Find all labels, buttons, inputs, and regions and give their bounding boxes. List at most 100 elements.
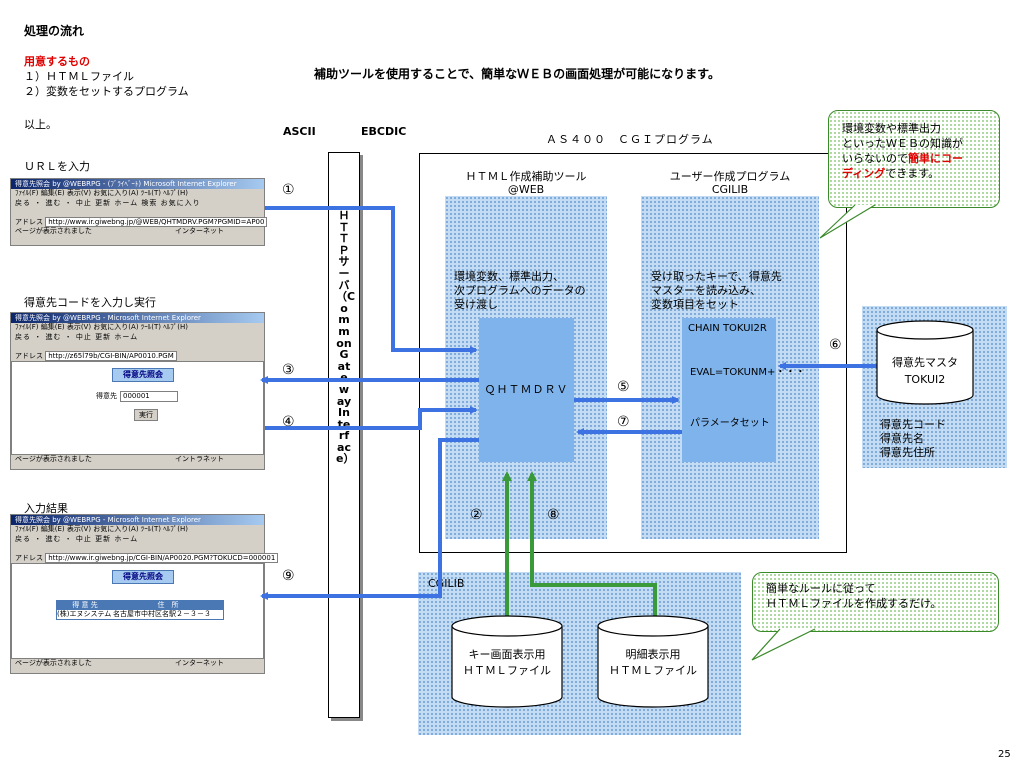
callout-text: できます。 [885, 167, 940, 180]
browser-content: 得意先照会 得 意 先 住 所 (株)エヌシステム 名古屋市中村区名駅２－３－３ [11, 563, 264, 659]
user-program-desc1: 受け取ったキーで、得意先 [651, 270, 782, 283]
detail-html-file-icon [597, 615, 709, 708]
master-name: 得意先マスタ [892, 356, 958, 369]
key-html-file-icon [451, 615, 563, 708]
status-zone: イントラネット [175, 455, 224, 463]
prep-end: 以上。 [24, 118, 57, 131]
page-number: 25 [998, 749, 1011, 760]
user-program-desc3: 変数項目をセット [651, 298, 739, 311]
submit-button[interactable]: 実行 [134, 409, 158, 421]
code-param-set: パラメータセット [690, 418, 770, 429]
code-eval: EVAL=TOKUNM+・・・ [690, 367, 806, 378]
http-server-label: ＨＴＴＰサーバ（Common Gateway Interface） [336, 209, 356, 466]
browser-titlebar: 得意先照会 by @WEBRPG - (ﾌﾞﾗｲﾍﾞｰﾄ) Microsoft … [11, 179, 264, 189]
step-5-marker: ⑤ [617, 379, 630, 395]
as400-frame [419, 153, 847, 553]
callout-highlight: 簡単にコー [908, 152, 963, 165]
arrow-step4 [265, 406, 478, 430]
arrow-step1 [265, 206, 478, 354]
code-chain: CHAIN TOKUI2R [688, 323, 767, 334]
cgilib-label: CGILIB [428, 577, 465, 590]
user-program-module [682, 318, 776, 462]
master-field-name: 得意先名 [880, 432, 924, 445]
callout-coding-line3: いらないので簡単にコー [842, 152, 963, 166]
master-field-address: 得意先住所 [880, 446, 935, 459]
status-text: ページが表示されました [15, 659, 92, 667]
http-server-vertical-text: ＨＴＴＰサーバ（Common Gateway Interface） [336, 209, 356, 466]
callout-html-line2: ＨＴＭＬファイルを作成するだけ。 [766, 597, 942, 610]
browser-menu[interactable]: ﾌｧｲﾙ(F) 編集(E) 表示(V) お気に入り(A) ﾂｰﾙ(T) ﾍﾙﾌﾟ… [15, 189, 188, 197]
customer-code-input[interactable]: 000001 [120, 391, 178, 402]
callout-tail [819, 204, 876, 239]
callout-coding-line4: ディングできます。 [842, 167, 939, 181]
master-field-code: 得意先コード [880, 418, 946, 431]
http-server-column [328, 152, 360, 718]
step-4-marker: ④ [282, 414, 295, 430]
cust-code-label: 得意先コードを入力し実行 [24, 296, 156, 309]
url-input-label: ＵＲＬを入力 [24, 160, 90, 173]
headline: 補助ツールを使用することで、簡単なＷＥＢの画面処理が可能になります。 [314, 67, 720, 81]
status-zone: インターネット [175, 659, 224, 667]
html-tool-desc3: 受け渡し [454, 298, 498, 311]
prep-heading: 用意するもの [24, 55, 90, 68]
key-file-line1: キー画面表示用 [468, 648, 546, 661]
as400-label: ＡＳ４００ ＣＧＩプログラム [546, 133, 714, 146]
callout-coding [828, 110, 1000, 208]
browser-status-bar: ページが表示されましたインターネット [11, 227, 264, 236]
html-tool-subtitle: @WEB [507, 183, 545, 196]
result-table: 得 意 先 住 所 (株)エヌシステム 名古屋市中村区名駅２－３－３ [56, 600, 224, 620]
arrow-step9 [260, 438, 479, 600]
callout-text: いらないので [842, 152, 908, 165]
browser-address-bar[interactable]: アドレス http://z65l79b/CGI-BIN/AP0010.PGM [11, 351, 264, 361]
step-8-marker: ⑧ [547, 507, 560, 523]
browser-titlebar: 得意先照会 by @WEBRPG - Microsoft Internet Ex… [11, 313, 264, 323]
step-2-marker: ② [470, 507, 483, 523]
step-3-marker: ③ [282, 362, 295, 378]
step-1-marker: ① [282, 182, 295, 198]
page-heading: 得意先照会 [112, 570, 174, 584]
browser-titlebar: 得意先照会 by @WEBRPG - Microsoft Internet Ex… [11, 515, 264, 525]
connector-step8 [527, 471, 657, 619]
result-table-header: 得 意 先 住 所 [57, 601, 223, 610]
callout-coding-line2: といったＷＥＢの知識が [842, 137, 963, 150]
browser-menu[interactable]: ﾌｧｲﾙ(F) 編集(E) 表示(V) お気に入り(A) ﾂｰﾙ(T) ﾍﾙﾌﾟ… [15, 323, 188, 331]
table-row: (株)エヌシステム 名古屋市中村区名駅２－３－３ [57, 610, 223, 619]
browser-status-bar: ページが表示されました イントラネット [11, 455, 264, 464]
status-text: ページが表示されました [15, 455, 92, 463]
browser-toolbar[interactable]: 戻る ・ 進む ・ 中止 更新 ホーム 検索 お気に入り [15, 199, 201, 207]
callout-highlight: ディング [842, 167, 886, 180]
result-cell-customer: (株)エヌシステム [57, 610, 112, 618]
address-field[interactable]: http://www.ir.giwebng.jp/CGI-BIN/AP0020.… [45, 553, 279, 563]
callout-coding-line1: 環境変数や標準出力 [842, 122, 941, 135]
step-7-marker: ⑦ [617, 414, 630, 430]
field-label: 得意先 [96, 392, 117, 400]
address-label: アドレス [15, 352, 43, 360]
browser-content: 得意先照会 得意先 000001 実行 [11, 361, 264, 455]
address-field[interactable]: http://z65l79b/CGI-BIN/AP0010.PGM [45, 351, 177, 361]
browser-address-bar[interactable]: アドレス http://www.ir.giwebng.jp/@WEB/QHTMD… [11, 217, 268, 227]
callout-html-line1: 簡単なルールに従って [766, 582, 876, 595]
step-9-marker: ⑨ [282, 568, 295, 584]
result-col-customer: 得 意 先 [72, 601, 98, 609]
html-tool-desc2: 次プログラムへのデータの [454, 284, 586, 297]
input-result-label: 入力結果 [24, 502, 68, 515]
browser-window-entry: 得意先照会 by @WEBRPG - Microsoft Internet Ex… [10, 312, 265, 470]
browser-status-bar: ページが表示されました インターネット [11, 659, 264, 668]
prep-item-html: １）ＨＴＭＬファイル [24, 70, 134, 83]
callout-html-rule [752, 572, 999, 632]
page-title: 処理の流れ [24, 24, 85, 38]
browser-toolbar[interactable]: 戻る ・ 進む ・ 中止 更新 ホーム [15, 535, 139, 543]
browser-address-bar[interactable]: アドレス http://www.ir.giwebng.jp/CGI-BIN/AP… [11, 553, 279, 563]
browser-window-url: 得意先照会 by @WEBRPG - (ﾌﾞﾗｲﾍﾞｰﾄ) Microsoft … [10, 178, 268, 246]
user-program-panel [641, 196, 819, 539]
prep-item-program: ２）変数をセットするプログラム [24, 85, 189, 98]
qhtmdrv-label: ＱＨＴＭＤＲＶ [484, 383, 569, 396]
customer-master-db-icon [876, 320, 974, 405]
address-field[interactable]: http://www.ir.giwebng.jp/@WEB/QHTMDRV.PG… [45, 217, 268, 227]
browser-menu[interactable]: ﾌｧｲﾙ(F) 編集(E) 表示(V) お気に入り(A) ﾂｰﾙ(T) ﾍﾙﾌﾟ… [15, 525, 188, 533]
browser-toolbar[interactable]: 戻る ・ 進む ・ 中止 更新 ホーム [15, 333, 139, 341]
status-text: ページが表示されました [15, 227, 92, 235]
qhtmdrv-module [479, 318, 574, 462]
ascii-label: ASCII [283, 125, 316, 138]
